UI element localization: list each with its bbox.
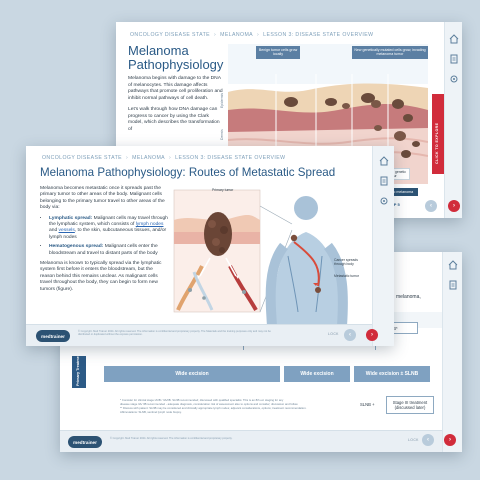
- document-icon[interactable]: [377, 174, 391, 188]
- brand-logo: medtrainer: [36, 330, 70, 342]
- wide-excision-box-3: Wide excision ± SLNB: [354, 366, 430, 382]
- explore-tab[interactable]: CLICK TO EXPLORE: [432, 94, 444, 174]
- footer: medtrainer © Copyright. Med Trainer 2024…: [60, 430, 442, 452]
- document-icon[interactable]: [446, 278, 460, 292]
- footer-copyright: © Copyright. Med Trainer 2024. All right…: [78, 330, 271, 337]
- link-vessels[interactable]: vessels: [58, 228, 75, 234]
- next-button[interactable]: ›: [366, 329, 378, 341]
- stage3-box: Stage III treatment (discussed later): [386, 396, 434, 414]
- spread-list: Lymphatic spread: Malignant cells may tr…: [40, 216, 168, 257]
- link-lymph-nodes[interactable]: lymph nodes: [135, 222, 164, 228]
- wide-excision-box-1: Wide excision: [104, 366, 280, 382]
- list-item: Lymphatic spread: Malignant cells may tr…: [49, 216, 168, 242]
- next-button[interactable]: ›: [444, 434, 456, 446]
- metastatic-tag[interactable]: Metastatic melanoma: [374, 188, 419, 196]
- footer: medtrainer © Copyright. Med Trainer 2024…: [26, 324, 372, 346]
- breadcrumb-item[interactable]: LESSON 3: DISEASE STATE OVERVIEW: [263, 32, 374, 38]
- document-icon[interactable]: [447, 52, 461, 66]
- wide-excision-box-2: Wide excision: [284, 366, 350, 382]
- metastasis-figure: Primary tumor Cancer spreads through bod…: [172, 186, 360, 328]
- home-icon[interactable]: [446, 258, 460, 272]
- prev-button[interactable]: ‹: [425, 200, 437, 212]
- breadcrumb-item[interactable]: ONCOLOGY DISEASE STATE: [42, 155, 122, 161]
- layer-label-dermis: Dermis: [220, 129, 224, 140]
- label-cancer-spreads: Cancer spreads through body: [334, 258, 358, 266]
- list-item: Hematogenous spread: Malignant cells ent…: [49, 244, 168, 257]
- footer-copyright: © Copyright. Med Trainer 2024. All right…: [110, 437, 233, 440]
- home-icon[interactable]: [377, 154, 391, 168]
- prev-button[interactable]: ‹: [422, 434, 434, 446]
- breadcrumb-item[interactable]: MELANOMA: [132, 155, 166, 161]
- side-rail: ‹ ›: [425, 22, 462, 218]
- slide-pathophysiology: ONCOLOGY DISEASE STATE›MELANOMA›LESSON 3…: [116, 22, 462, 218]
- side-rail: [372, 146, 394, 346]
- prev-button[interactable]: ‹: [344, 329, 356, 341]
- home-icon[interactable]: [447, 32, 461, 46]
- layer-label-epidermis: Epidermis: [220, 92, 224, 108]
- body-illustration: [173, 189, 348, 327]
- nav-label: LOCK: [408, 438, 419, 442]
- text-fragment: melanoma,: [396, 294, 421, 300]
- body-text: Melanoma begins with damage to the DNA o…: [128, 76, 223, 132]
- breadcrumb: ONCOLOGY DISEASE STATE›MELANOMA›LESSON 3…: [42, 155, 286, 161]
- primary-treatment-label: Primary Treatment: [72, 353, 86, 388]
- slnb-plus-label: SLNB +: [360, 402, 375, 407]
- settings-icon[interactable]: [447, 72, 461, 86]
- breadcrumb-item[interactable]: MELANOMA: [220, 32, 254, 38]
- callout-benign: Benign tumor cells grow locally: [256, 46, 300, 59]
- brand-logo: medtrainer: [68, 436, 102, 448]
- side-rail: [442, 252, 462, 452]
- settings-icon[interactable]: [377, 194, 391, 208]
- breadcrumb: ONCOLOGY DISEASE STATE›MELANOMA›LESSON 3…: [130, 32, 374, 38]
- page-title: Melanoma Pathophysiology: Routes of Meta…: [40, 166, 336, 179]
- label-primary-tumor: Primary tumor: [212, 188, 234, 192]
- breadcrumb-item[interactable]: LESSON 3: DISEASE STATE OVERVIEW: [175, 155, 286, 161]
- slide-routes-of-spread: ONCOLOGY DISEASE STATE›MELANOMA›LESSON 3…: [26, 146, 394, 346]
- label-metastatic-tumor: Metastatic tumor: [334, 274, 360, 278]
- body-text: Melanoma becomes metastatic once it spre…: [40, 186, 168, 293]
- next-button[interactable]: ›: [448, 200, 460, 212]
- footnotes: * Consider for clinical stage IA/IB / II…: [120, 398, 307, 414]
- page-title: Melanoma Pathophysiology: [128, 43, 224, 72]
- nav-label: LOCK: [328, 332, 339, 336]
- breadcrumb-item[interactable]: ONCOLOGY DISEASE STATE: [130, 32, 210, 38]
- callout-invading: New genetically mutated cells grow, inva…: [352, 46, 428, 59]
